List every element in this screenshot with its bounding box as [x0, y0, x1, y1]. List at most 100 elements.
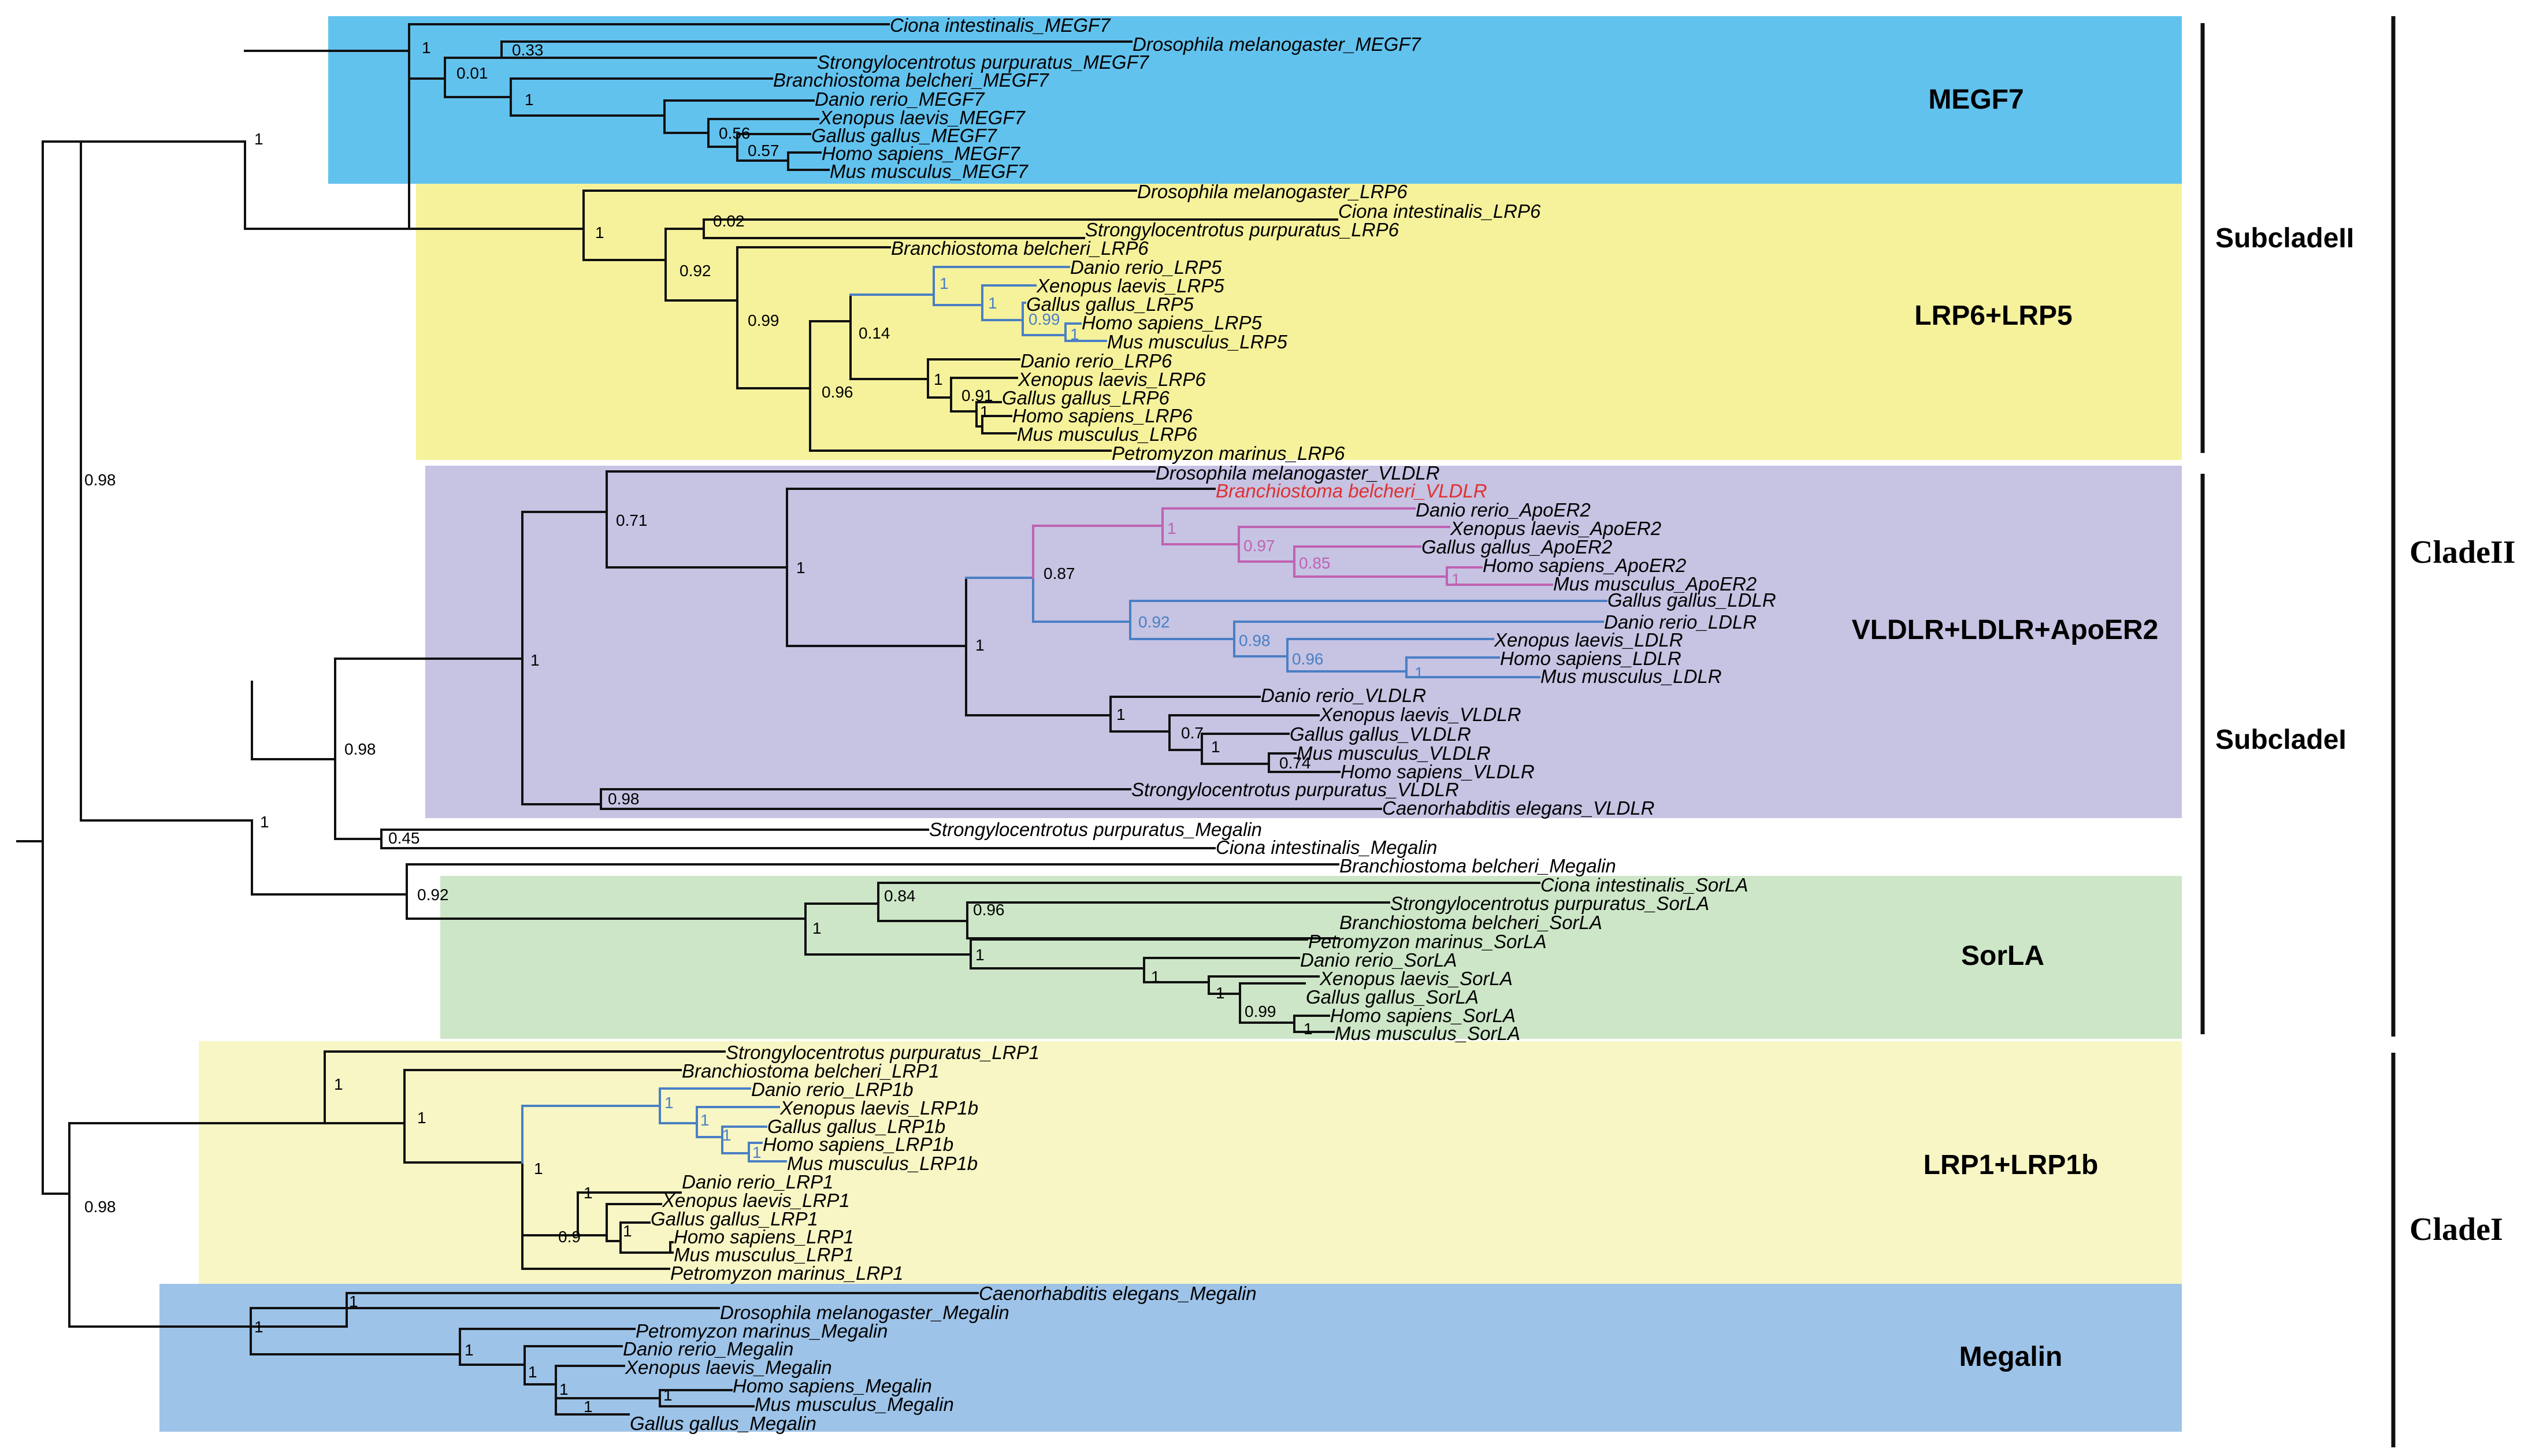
support-value: 1 — [422, 39, 431, 57]
taxon-label: Xenopus laevis_LRP1b — [779, 1097, 978, 1119]
support-value: 0.99 — [748, 311, 779, 329]
subclade-one-label: SubcladeI — [2215, 725, 2346, 755]
taxon-label: Strongylocentrotus purpuratus_Megalin — [929, 819, 1262, 840]
support-value: 0.96 — [822, 383, 853, 401]
taxon-label: Homo sapiens_VLDLR — [1341, 761, 1535, 782]
taxon-label: Danio rerio_VLDLR — [1261, 685, 1426, 706]
taxon-label: Xenopus laevis_ApoER2 — [1450, 518, 1661, 539]
subclade-two-label: SubcladeII — [2215, 223, 2354, 254]
taxon-label: Drosophila melanogaster_Megalin — [720, 1302, 1009, 1323]
support-value: 1 — [559, 1380, 569, 1398]
taxon-label: Strongylocentrotus purpuratus_LRP6 — [1085, 219, 1399, 240]
support-value: 1 — [534, 1160, 543, 1178]
tree-branches — [16, 23, 1607, 1416]
taxon-label: Gallus gallus_LDLR — [1607, 589, 1776, 611]
branch-12 — [68, 1193, 979, 1416]
taxon-label: Homo sapiens_LRP1 — [674, 1226, 854, 1247]
support-value: 0.99 — [1245, 1002, 1276, 1020]
taxon-label: Strongylocentrotus purpuratus_SorLA — [1390, 893, 1709, 914]
group-label-megf7: MEGF7 — [1928, 84, 2024, 115]
taxon-label: Petromyzon marinus_LRP1 — [670, 1262, 904, 1284]
lrp1-box — [199, 1041, 2182, 1284]
taxon-labels: Ciona intestinalis_MEGF7 Drosophila mela… — [623, 14, 1776, 1434]
taxon-label: Mus musculus_LDLR — [1540, 666, 1722, 687]
branch-6 — [251, 470, 1382, 849]
support-value: 1 — [934, 370, 943, 388]
taxon-label: Danio rerio_SorLA — [1300, 949, 1457, 971]
taxon-label: Petromyzon marinus_SorLA — [1308, 931, 1547, 952]
clade-one-label: CladeI — [2409, 1212, 2503, 1247]
support-value: 0.92 — [417, 886, 449, 904]
taxon-label: Gallus gallus_ApoER2 — [1421, 536, 1612, 558]
taxon-label: Xenopus laevis_SorLA — [1319, 968, 1513, 989]
support-value: 0.14 — [859, 324, 890, 342]
taxon-label: Xenopus laevis_VLDLR — [1319, 704, 1521, 725]
support-value: 0.96 — [973, 901, 1005, 919]
branch-8 — [1032, 507, 1553, 586]
taxon-label: Strongylocentrotus purpuratus_MEGF7 — [817, 51, 1150, 73]
support-value: 1 — [349, 1292, 358, 1310]
taxon-label: Homo sapiens_MEGF7 — [822, 143, 1021, 164]
taxon-label: Caenorhabditis elegans_VLDLR — [1382, 797, 1654, 819]
taxon-label: Mus musculus_MEGF7 — [830, 161, 1029, 182]
taxon-label: Homo sapiens_ApoER2 — [1483, 555, 1686, 576]
support-value: 1 — [525, 91, 534, 109]
support-value: 1 — [584, 1184, 593, 1202]
taxon-label: Gallus gallus_LRP6 — [1002, 387, 1169, 408]
support-value: 0.71 — [616, 511, 648, 529]
branch-10 — [68, 1050, 726, 1270]
taxon-label: Strongylocentrotus purpuratus_VLDLR — [1131, 779, 1459, 800]
support-value: 0.02 — [713, 212, 745, 230]
support-value: 1 — [664, 1094, 674, 1112]
support-value: 0.87 — [1044, 564, 1075, 582]
support-value: 0.98 — [1239, 632, 1271, 649]
group-label-vldlr: VLDLR+LDLR+ApoER2 — [1852, 615, 2159, 645]
taxon-label: Mus musculus_LRP6 — [1017, 424, 1197, 445]
taxon-label: Xenopus laevis_LRP5 — [1036, 275, 1224, 296]
support-value: 1 — [528, 1363, 537, 1381]
support-value: 0.92 — [680, 262, 711, 280]
support-value: 0.45 — [388, 829, 420, 847]
branch-11 — [521, 1087, 787, 1164]
taxon-label: Homo sapiens_SorLA — [1330, 1005, 1516, 1026]
taxon-label: Gallus gallus_LRP1 — [651, 1208, 818, 1230]
support-value: 1 — [260, 813, 269, 831]
branch-5 — [849, 266, 1107, 342]
support-value: 0.85 — [1299, 554, 1331, 572]
support-value: 1 — [1414, 664, 1424, 682]
support-value: 1 — [1211, 738, 1220, 756]
branch-3 — [408, 23, 1133, 171]
megalin-box — [159, 1284, 2182, 1432]
support-value: 0.98 — [84, 1198, 116, 1216]
support-value: 0.92 — [1138, 613, 1170, 631]
support-value: 1 — [623, 1222, 632, 1240]
taxon-label: Branchiostoma belcheri_Megalin — [1339, 855, 1616, 876]
support-value: 0.91 — [961, 387, 993, 404]
taxon-label: Mus musculus_Megalin — [755, 1394, 954, 1415]
support-value: 0.56 — [719, 124, 751, 142]
support-value: 1 — [975, 636, 985, 654]
support-value: 1 — [940, 274, 949, 292]
taxon-label: Petromyzon marinus_LRP6 — [1112, 443, 1345, 464]
support-value: 1 — [988, 294, 997, 312]
lrp65-box — [416, 184, 2182, 460]
taxon-label: Danio rerio_Megalin — [623, 1338, 793, 1360]
support-value: 1 — [663, 1386, 673, 1404]
taxon-label: Xenopus laevis_Megalin — [625, 1357, 832, 1378]
vldlr-box — [425, 466, 2182, 818]
taxon-label: Gallus gallus_Megalin — [630, 1413, 816, 1434]
taxon-label: Mus musculus_LRP1 — [674, 1244, 854, 1265]
clade-two-label: CladeII — [2409, 534, 2516, 570]
taxon-label: Branchiostoma belcheri_LRP6 — [891, 237, 1149, 259]
taxon-label: Ciona intestinalis_Megalin — [1216, 837, 1437, 858]
support-value: 1 — [1451, 570, 1461, 588]
taxon-label: Ciona intestinalis_SorLA — [1540, 874, 1748, 896]
group-label-lrp65: LRP6+LRP5 — [1914, 300, 2072, 331]
branch-1 — [80, 140, 253, 822]
taxon-label: Homo sapiens_Megalin — [733, 1375, 932, 1396]
taxon-label: Danio rerio_MEGF7 — [815, 88, 985, 110]
taxon-label: Caenorhabditis elegans_Megalin — [979, 1283, 1257, 1304]
group-label-megalin: Megalin — [1959, 1342, 2063, 1372]
taxon-label: Homo sapiens_LDLR — [1500, 648, 1681, 669]
support-value: 1 — [812, 919, 822, 937]
